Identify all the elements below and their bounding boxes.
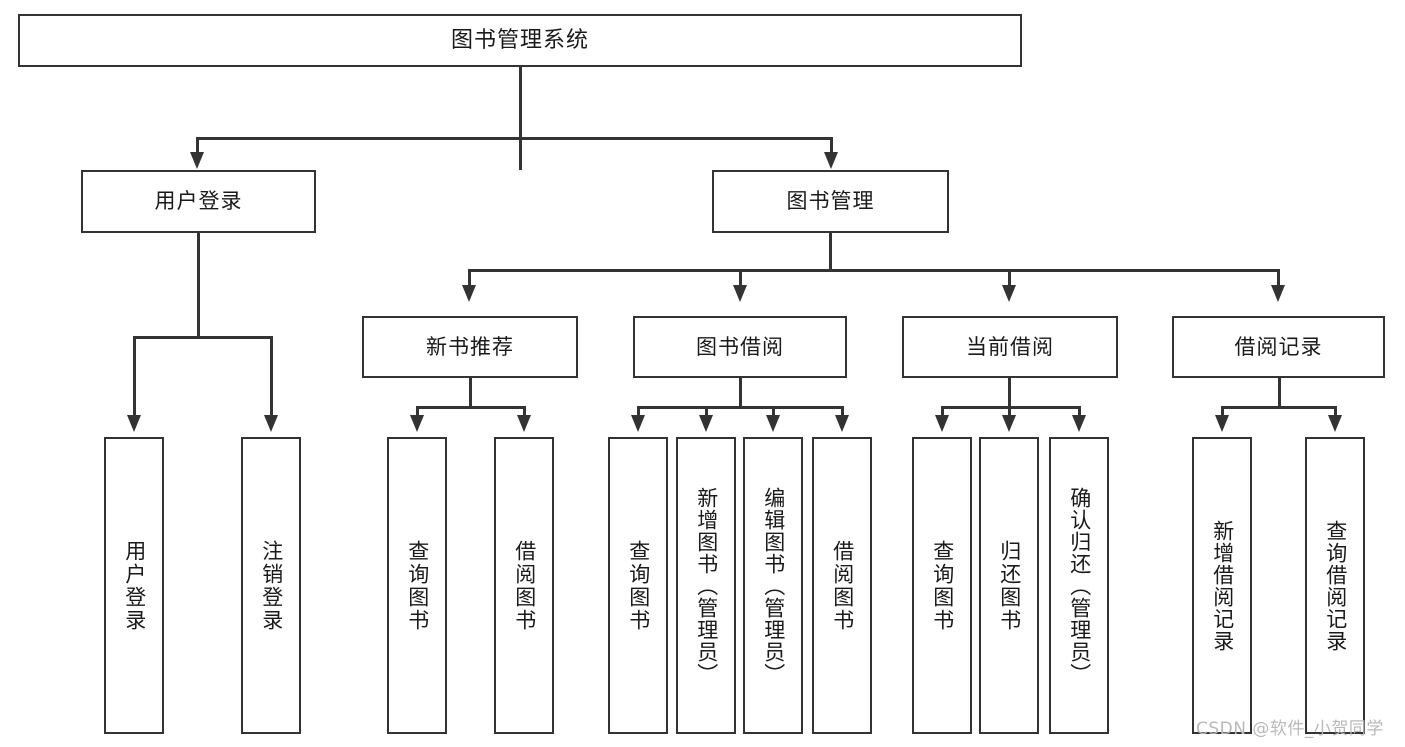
edge-br-bus: [1221, 406, 1337, 409]
edge-bb-to-leaf-4: [841, 406, 844, 418]
edge-cb-bus: [941, 406, 1081, 409]
edge-nbr-to-leaf-2: [523, 406, 526, 418]
leaf-label: 借阅图书: [512, 539, 537, 632]
node-label: 用户登录: [154, 189, 243, 214]
leaf-br-add-record[interactable]: 新增借阅记录: [1192, 437, 1252, 734]
edge-br-stem: [1278, 378, 1281, 408]
edge-cb-to-leaf-2: [1008, 406, 1011, 418]
edge-book-manage-stem: [829, 233, 832, 271]
edge-root-to-user-login: [196, 137, 199, 155]
node-current-borrow[interactable]: 当前借阅: [902, 316, 1118, 378]
node-label: 借阅记录: [1234, 334, 1323, 359]
node-root-system[interactable]: 图书管理系统: [18, 14, 1022, 67]
edge-root-bus: [196, 137, 833, 140]
leaf-label: 查询图书: [930, 539, 955, 632]
edge-bm-to-borrow-record: [1277, 269, 1280, 287]
arrow-to-leaf-br-add: [1215, 415, 1229, 432]
node-new-book-recommend[interactable]: 新书推荐: [362, 316, 578, 378]
edge-bm-to-current-borrow: [1008, 269, 1011, 287]
edge-user-login-to-leaf-2: [270, 336, 273, 418]
node-label: 图书借阅: [696, 334, 784, 359]
edge-user-login-stem: [197, 233, 200, 337]
arrow-to-leaf-user-login: [127, 415, 141, 432]
edge-bm-to-book-borrow: [739, 269, 742, 287]
leaf-br-query-record[interactable]: 查询借阅记录: [1305, 437, 1365, 734]
edge-bb-to-leaf-3: [772, 406, 775, 418]
edge-nbr-bus: [416, 406, 526, 409]
edge-nbr-to-leaf-1: [416, 406, 419, 418]
watermark-text: CSDN @软件_小贺同学: [1196, 719, 1384, 739]
leaf-bb-edit-book[interactable]: 编辑图书（管理员）: [743, 437, 803, 734]
edge-bm-to-new-book: [468, 269, 471, 287]
node-label: 新书推荐: [426, 334, 514, 359]
leaf-nbr-query-book[interactable]: 查询图书: [387, 437, 447, 734]
leaf-label: 查询图书: [405, 539, 430, 632]
leaf-label: 查询图书: [626, 539, 651, 632]
edge-bb-bus: [637, 406, 844, 409]
leaf-cb-return-book[interactable]: 归还图书: [979, 437, 1039, 734]
leaf-label: 查询借阅记录: [1323, 519, 1348, 652]
edge-root-stem: [519, 67, 522, 170]
arrow-to-book-borrow: [733, 285, 747, 302]
node-label: 图书管理系统: [450, 27, 589, 53]
arrow-to-leaf-nbr-borrow: [517, 415, 531, 432]
edge-br-to-leaf-2: [1334, 406, 1337, 418]
leaf-cb-query-book[interactable]: 查询图书: [912, 437, 972, 734]
edge-br-to-leaf-1: [1221, 406, 1224, 418]
edge-bb-to-leaf-2: [705, 406, 708, 418]
leaf-bb-query-book[interactable]: 查询图书: [608, 437, 668, 734]
edge-bb-to-leaf-1: [637, 406, 640, 418]
arrow-to-book-manage: [824, 152, 838, 169]
leaf-label: 新增借阅记录: [1210, 519, 1235, 652]
arrow-to-new-book-recommend: [462, 285, 476, 302]
leaf-nbr-borrow-book[interactable]: 借阅图书: [494, 437, 554, 734]
arrow-to-leaf-cb-confirm: [1072, 415, 1086, 432]
leaf-label: 用户登录: [122, 539, 147, 632]
node-borrow-record[interactable]: 借阅记录: [1172, 316, 1385, 378]
node-label: 当前借阅: [966, 334, 1054, 359]
arrow-to-leaf-cb-query: [935, 415, 949, 432]
edge-user-login-bus: [133, 336, 273, 339]
arrow-to-borrow-record: [1271, 285, 1285, 302]
edge-root-to-book-manage: [830, 137, 833, 155]
edge-cb-to-leaf-3: [1078, 406, 1081, 418]
node-book-borrow[interactable]: 图书借阅: [633, 316, 847, 378]
arrow-to-leaf-bb-borrow: [835, 415, 849, 432]
leaf-logout[interactable]: 注销登录: [241, 437, 301, 734]
leaf-label: 编辑图书（管理员）: [761, 486, 786, 685]
arrow-to-leaf-br-query: [1328, 415, 1342, 432]
arrow-to-leaf-bb-add: [699, 415, 713, 432]
leaf-label: 借阅图书: [830, 539, 855, 632]
arrow-to-user-login: [190, 152, 204, 169]
arrow-to-leaf-cb-return: [1002, 415, 1016, 432]
leaf-label: 归还图书: [997, 539, 1022, 632]
leaf-user-login[interactable]: 用户登录: [104, 437, 164, 734]
leaf-label: 新增图书（管理员）: [694, 486, 719, 685]
edge-book-manage-bus: [468, 269, 1280, 272]
edge-nbr-stem: [469, 378, 472, 408]
leaf-label: 确认归还（管理员）: [1067, 486, 1092, 685]
edge-cb-to-leaf-1: [941, 406, 944, 418]
edge-bb-stem: [739, 378, 742, 408]
node-book-management[interactable]: 图书管理: [712, 170, 949, 233]
arrow-to-leaf-logout: [264, 415, 278, 432]
node-user-login[interactable]: 用户登录: [81, 170, 316, 233]
arrow-to-leaf-bb-edit: [766, 415, 780, 432]
arrow-to-leaf-nbr-query: [410, 415, 424, 432]
node-label: 图书管理: [786, 189, 875, 214]
edge-cb-stem: [1008, 378, 1011, 408]
edge-user-login-to-leaf-1: [133, 336, 136, 418]
leaf-cb-confirm-return[interactable]: 确认归还（管理员）: [1049, 437, 1109, 734]
leaf-label: 注销登录: [259, 539, 284, 632]
arrow-to-leaf-bb-query: [631, 415, 645, 432]
leaf-bb-borrow-book[interactable]: 借阅图书: [812, 437, 872, 734]
arrow-to-current-borrow: [1002, 285, 1016, 302]
leaf-bb-add-book[interactable]: 新增图书（管理员）: [676, 437, 736, 734]
